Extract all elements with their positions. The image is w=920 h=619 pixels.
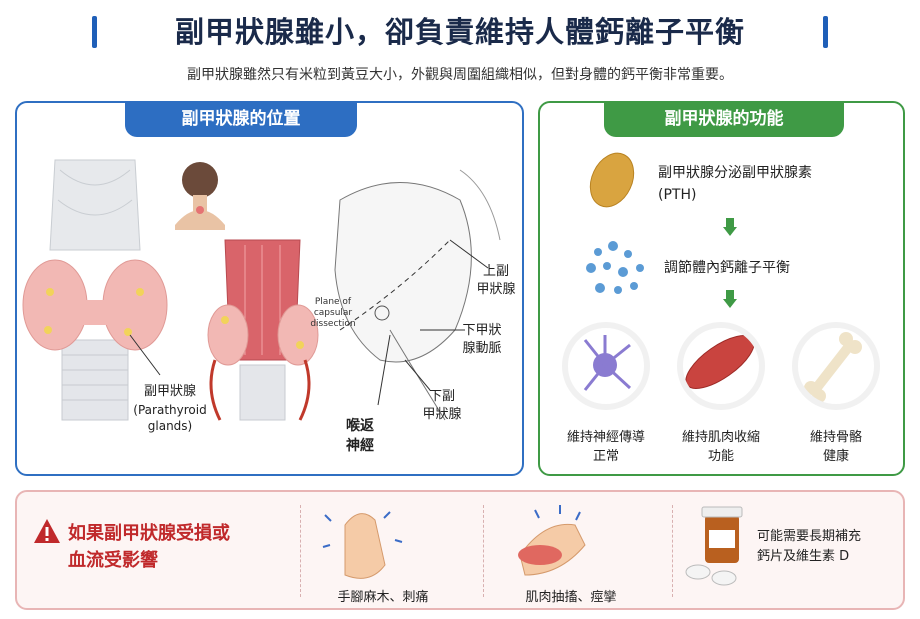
label-lower-parathyroid-2: 甲狀腺 (422, 407, 462, 422)
warning-icon (34, 519, 60, 543)
label-plane-3: dissection (310, 319, 356, 329)
supplement-text: 可能需要長期補充 鈣片及維生素 D (757, 527, 861, 567)
label-parathyroid-en-1: (Parathyroid (133, 403, 207, 417)
symptom-numbness-label: 手腳麻木、刺痛 (337, 590, 429, 605)
warning-text: 如果副甲狀腺受損或 血流受影響 (68, 520, 230, 574)
label-plane-1: Plane of (314, 297, 352, 307)
supplement-bottle-icon (685, 506, 743, 586)
label-nerve-1: 喉返 (346, 418, 374, 434)
label-upper-parathyroid-2: 甲狀腺 (476, 282, 516, 297)
arrow-down-icon (723, 218, 737, 236)
effect-circle-neuron (562, 322, 650, 410)
label-lower-parathyroid-1: 下副 (428, 389, 455, 404)
step1-line2: (PTH) (658, 187, 697, 203)
function-panel: 副甲狀腺的功能 (538, 101, 905, 476)
warning-line-1: 如果副甲狀腺受損或 (68, 523, 230, 544)
location-panel-tab: 副甲狀腺的位置 (125, 101, 357, 137)
effect-muscle-label-2: 功能 (707, 449, 734, 464)
label-artery-2: 腺動脈 (462, 341, 502, 356)
step1-line1: 副甲狀腺分泌副甲狀腺素 (658, 165, 812, 181)
hormone-capsule-icon (589, 152, 635, 208)
title-accent-right (823, 16, 828, 48)
divider (300, 505, 301, 597)
effect-circle-bone (792, 322, 880, 410)
arrow-down-icon (723, 290, 737, 308)
divider (672, 505, 673, 597)
page-subtitle: 副甲狀腺雖然只有米粒到黃豆大小，外觀與周圍組織相似，但對身體的鈣平衡非常重要。 (187, 67, 733, 83)
muscle-cramp-icon (518, 505, 586, 576)
title-accent-left (92, 16, 97, 48)
effect-circle-muscle (677, 322, 765, 410)
effect-neuron-label-1: 維持神經傳導 (566, 430, 645, 445)
supplement-line-2: 鈣片及維生素 D (757, 549, 850, 564)
warning-panel (15, 490, 905, 610)
location-panel: 副甲狀腺的位置 (15, 101, 524, 476)
thyroid-posterior-illustration (207, 239, 319, 421)
warning-line-2: 血流受影響 (68, 550, 158, 571)
label-upper-parathyroid-1: 上副 (482, 264, 509, 279)
label-parathyroid-en-2: glands) (147, 419, 193, 433)
supplement-line-1: 可能需要長期補充 (757, 529, 862, 544)
effect-bone-label-2: 健康 (822, 449, 849, 464)
hand-tingling-icon (322, 511, 403, 579)
neck-silhouette-illustration (175, 162, 225, 230)
divider (483, 505, 484, 597)
label-artery-1: 下甲狀 (462, 323, 502, 338)
page-title: 副甲狀腺雖小，卻負責維持人體鈣離子平衡 (174, 15, 745, 49)
effect-bone-label-1: 維持骨骼 (809, 430, 862, 445)
title-bar: 副甲狀腺雖小，卻負責維持人體鈣離子平衡 (0, 10, 920, 54)
label-parathyroid: 副甲狀腺 (143, 384, 196, 399)
label-nerve-2: 神經 (346, 438, 374, 454)
label-plane-2: capsular (313, 308, 353, 318)
thyroid-front-illustration (22, 159, 168, 421)
function-panel-tab: 副甲狀腺的功能 (604, 101, 844, 137)
calcium-ions-icon (586, 241, 644, 294)
capsular-dissection-sketch (334, 169, 501, 421)
effect-neuron-label-2: 正常 (592, 449, 619, 464)
symptom-cramp-label: 肌肉抽搐、痙攣 (525, 590, 617, 605)
step2-text: 調節體內鈣離子平衡 (664, 260, 790, 276)
effect-muscle-label-1: 維持肌肉收縮 (681, 430, 760, 445)
